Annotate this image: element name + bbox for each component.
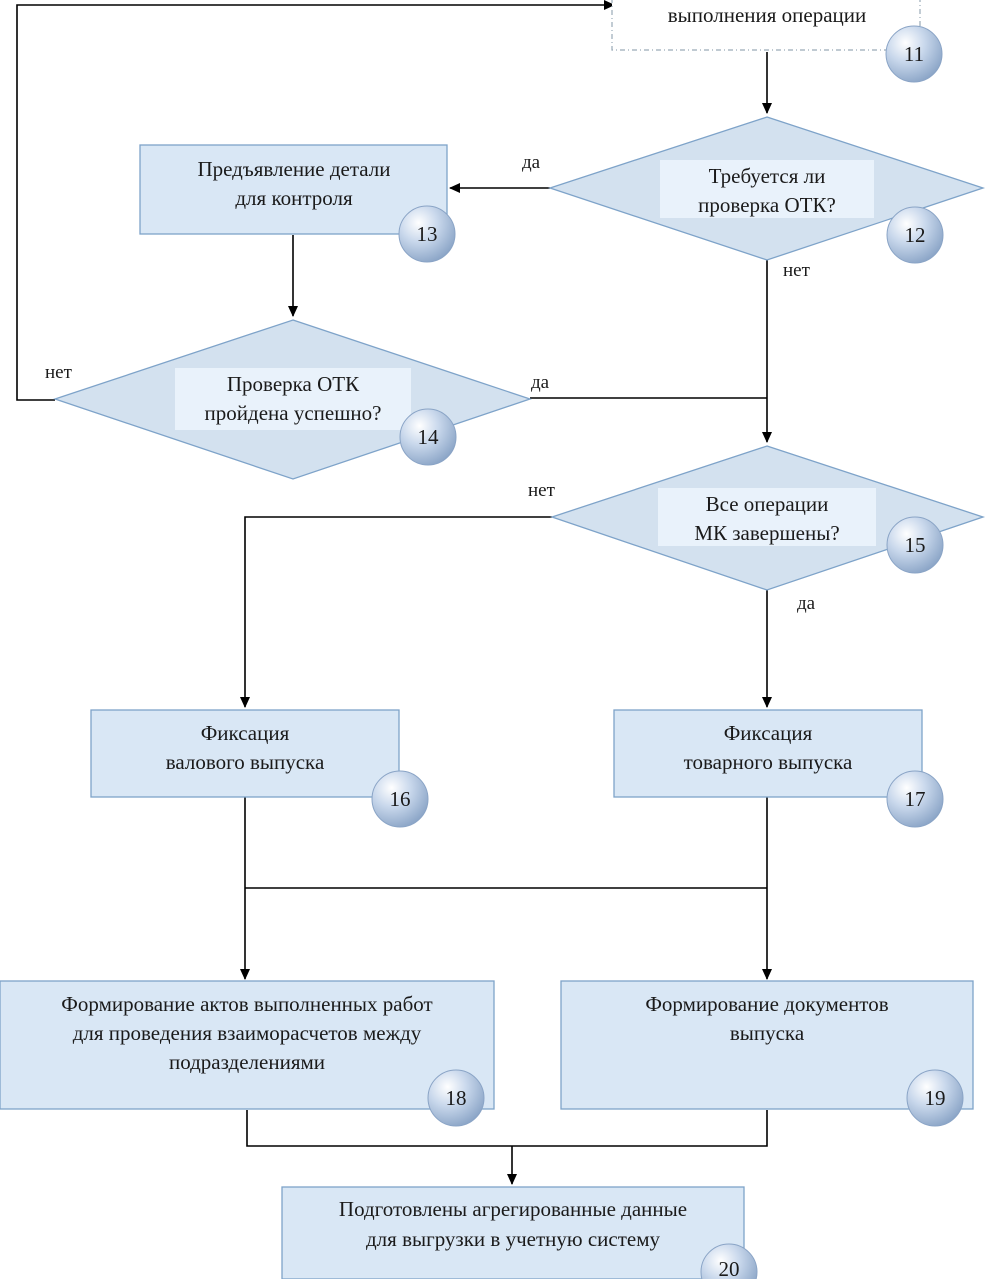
step-13-label-2: для контроля xyxy=(235,186,353,210)
step-19-number: 19 xyxy=(925,1086,946,1110)
step-18-label-3: подразделениями xyxy=(169,1050,325,1074)
step-19-label-2: выпуска xyxy=(730,1021,805,1045)
edge-label-14-yes: да xyxy=(531,372,550,393)
step-13-badge xyxy=(398,205,456,263)
step-15-badge xyxy=(886,516,944,574)
step-12-number: 12 xyxy=(905,223,926,247)
edge-15-16 xyxy=(240,516,552,708)
step-14-label-1: Проверка ОТК xyxy=(227,372,360,396)
step-18-box xyxy=(0,980,495,1110)
edge-label-12-no: нет xyxy=(783,260,811,281)
step-20-badge xyxy=(700,1243,758,1279)
step-11: выполнения операции 11 xyxy=(611,0,943,83)
step-15-label-1: Все операции xyxy=(706,492,829,516)
edge-label-14-no: нет xyxy=(45,362,73,383)
step-16-number: 16 xyxy=(390,787,411,811)
step-20-label-1: Подготовлены агрегированные данные xyxy=(339,1197,687,1221)
step-19-badge xyxy=(906,1069,964,1127)
step-16-badge xyxy=(371,770,429,828)
step-20-label-2: для выгрузки в учетную систему xyxy=(366,1227,660,1251)
step-15-number: 15 xyxy=(905,533,926,557)
step-17-number: 17 xyxy=(905,787,926,811)
step-11-badge xyxy=(885,25,943,83)
step-17: Фиксация товарного выпуска 17 xyxy=(613,709,944,828)
step-17-box xyxy=(613,709,923,798)
step-16: Фиксация валового выпуска 16 xyxy=(90,709,429,828)
step-17-badge xyxy=(886,770,944,828)
step-11-number: 11 xyxy=(904,42,924,66)
step-12-label-1: Требуется ли xyxy=(709,164,826,188)
step-12-label-bg xyxy=(660,160,874,218)
step-14: Проверка ОТК пройдена успешно? 14 xyxy=(52,319,533,480)
connectors xyxy=(16,0,772,1185)
step-18-number: 18 xyxy=(446,1086,467,1110)
step-20: Подготовлены агрегированные данные для в… xyxy=(281,1186,758,1279)
edge-label-15-yes: да xyxy=(797,593,816,614)
step-16-box xyxy=(90,709,400,798)
step-18: Формирование актов выполненных работ для… xyxy=(0,980,495,1127)
step-11-label: выполнения операции xyxy=(668,3,867,27)
step-20-number: 20 xyxy=(719,1257,740,1279)
step-19-box xyxy=(560,980,974,1110)
step-18-badge xyxy=(427,1069,485,1127)
step-17-label-2: товарного выпуска xyxy=(684,750,853,774)
step-13: Предъявление детали для контроля 13 xyxy=(139,144,456,263)
step-18-label-2: для проведения взаиморасчетов между xyxy=(73,1021,422,1045)
step-14-label-bg xyxy=(175,368,411,430)
step-13-label-1: Предъявление детали xyxy=(197,157,390,181)
step-17-label-1: Фиксация xyxy=(724,721,813,745)
step-16-label-2: валового выпуска xyxy=(166,750,325,774)
step-15-label-bg xyxy=(658,488,876,546)
step-13-number: 13 xyxy=(417,222,438,246)
edge-14-loop-11 xyxy=(16,0,615,401)
step-14-label-2: пройдена успешно? xyxy=(205,401,382,425)
step-18-label-1: Формирование актов выполненных работ xyxy=(61,992,432,1016)
edge-label-12-yes: да xyxy=(522,152,541,173)
step-15: Все операции МК завершены? 15 xyxy=(549,445,986,591)
step-20-box xyxy=(281,1186,745,1279)
step-16-label-1: Фиксация xyxy=(201,721,290,745)
step-13-box xyxy=(139,144,448,235)
step-12-badge xyxy=(886,206,944,264)
step-14-number: 14 xyxy=(418,425,440,449)
step-15-label-2: МК завершены? xyxy=(694,521,839,545)
step-19: Формирование документов выпуска 19 xyxy=(560,980,974,1127)
step-14-badge xyxy=(399,408,457,466)
step-12-label-2: проверка ОТК? xyxy=(698,193,836,217)
edge-label-15-no: нет xyxy=(528,480,556,501)
step-19-label-1: Формирование документов xyxy=(645,992,888,1016)
step-11-box xyxy=(611,0,921,51)
step-12: Требуется ли проверка ОТК? 12 xyxy=(547,116,986,264)
edge-labels: да нет нет да нет да xyxy=(45,152,816,614)
edge-18-19-20 xyxy=(246,1110,768,1147)
